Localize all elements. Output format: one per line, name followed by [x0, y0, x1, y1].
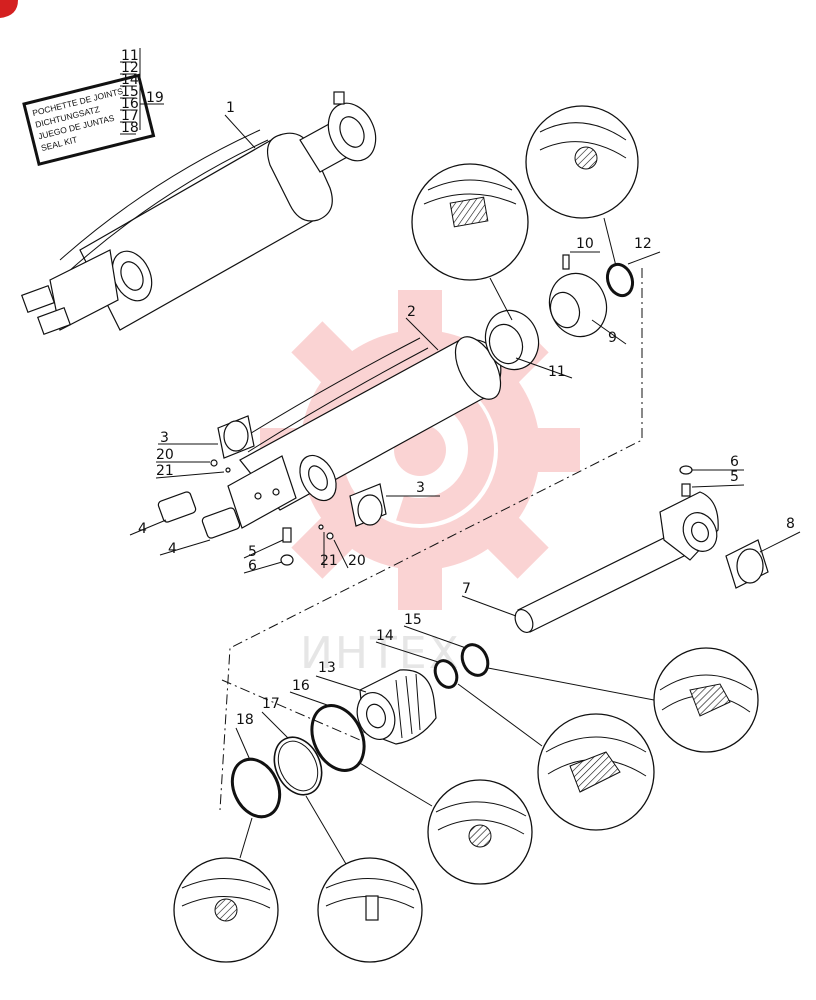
fitting-parts-5-6-upper: 6 5 [679, 454, 745, 497]
seal-part-15: 15 [403, 612, 490, 677]
screw-part-10: 10 [562, 236, 600, 270]
screw-parts-20-21-lower: 21 20 [318, 524, 366, 569]
detail-callout-16-oring [357, 761, 533, 885]
label-part-16: 16 [292, 678, 310, 694]
oring-part-18: 18 [230, 712, 282, 819]
label-part-17: 17 [262, 696, 280, 712]
label-part-20a: 20 [156, 447, 174, 463]
label-part-14: 14 [376, 628, 394, 644]
label-part-10: 10 [576, 236, 594, 252]
detail-callout-12-oring [525, 105, 639, 267]
label-part-18: 18 [236, 712, 254, 728]
detail-callout-17-backup [305, 795, 423, 963]
screw-parts-20-21-left: 20 21 [155, 447, 231, 479]
valve-part-4-upper: 4 [129, 491, 197, 537]
corner-badge [0, 0, 18, 18]
seal-kit-plaque: POCHETTE DE JOINTS DICHTUNGSATZ JUEGO DE… [22, 48, 164, 166]
seal-kit-item-4: 15 [121, 84, 139, 100]
label-part-7: 7 [462, 581, 471, 597]
bushing-part-3-right: 3 [349, 480, 440, 527]
label-part-20b: 20 [348, 553, 366, 569]
label-part-5b: 5 [730, 469, 739, 485]
label-part-6a: 6 [248, 558, 257, 574]
label-part-3b: 3 [416, 480, 425, 496]
detail-callout-14-seal [457, 683, 655, 831]
seal-kit-item-5: 16 [121, 96, 139, 112]
detail-callout-15-seal [487, 647, 759, 753]
label-part-4a: 4 [138, 521, 147, 537]
label-part-1: 1 [226, 100, 235, 116]
bushing-part-3-left: 3 [158, 415, 255, 459]
seal-part-14: 14 [375, 628, 459, 689]
gland-seal-part-11: 11 [484, 309, 573, 380]
seal-kit-item-6: 17 [121, 108, 139, 124]
backup-ring-part-17: 17 [261, 696, 323, 796]
label-part-21a: 21 [156, 463, 174, 479]
label-part-15: 15 [404, 612, 422, 628]
bushing-part-8: 8 [725, 516, 801, 589]
label-part-12: 12 [634, 236, 652, 252]
label-part-4b: 4 [168, 541, 177, 557]
rod-guide-part-9: 9 [548, 272, 627, 346]
label-part-21b: 21 [320, 553, 338, 569]
label-part-13: 13 [318, 660, 336, 676]
seal-kit-item-7: 18 [121, 120, 139, 136]
seal-kit-item-3: 14 [121, 72, 139, 88]
label-part-5a: 5 [248, 544, 257, 560]
oring-part-12: 12 [605, 236, 661, 298]
label-part-3a: 3 [160, 430, 169, 446]
detail-callout-11-seal [411, 163, 529, 321]
label-part-8: 8 [786, 516, 795, 532]
fitting-parts-5-6-lower: 5 6 [243, 527, 294, 574]
label-part-11: 11 [548, 364, 566, 380]
label-part-6b: 6 [730, 454, 739, 470]
seal-kit-item-1: 11 [121, 48, 139, 64]
assembled-cylinder: 1 [20, 91, 377, 336]
axis-upper [219, 268, 643, 811]
oring-part-16: 16 [289, 678, 366, 772]
valve-part-4-lower: 4 [159, 507, 241, 557]
piston-part-13: 13 [315, 660, 437, 745]
seal-kit-item-2: 12 [121, 60, 139, 76]
label-part-9: 9 [608, 330, 617, 346]
piston-rod-part-7: 7 [461, 491, 719, 633]
detail-callout-18-oring [173, 817, 279, 963]
label-part-2: 2 [407, 304, 416, 320]
axis-lower [221, 679, 361, 741]
seal-kit-group-number: 19 [146, 90, 164, 106]
